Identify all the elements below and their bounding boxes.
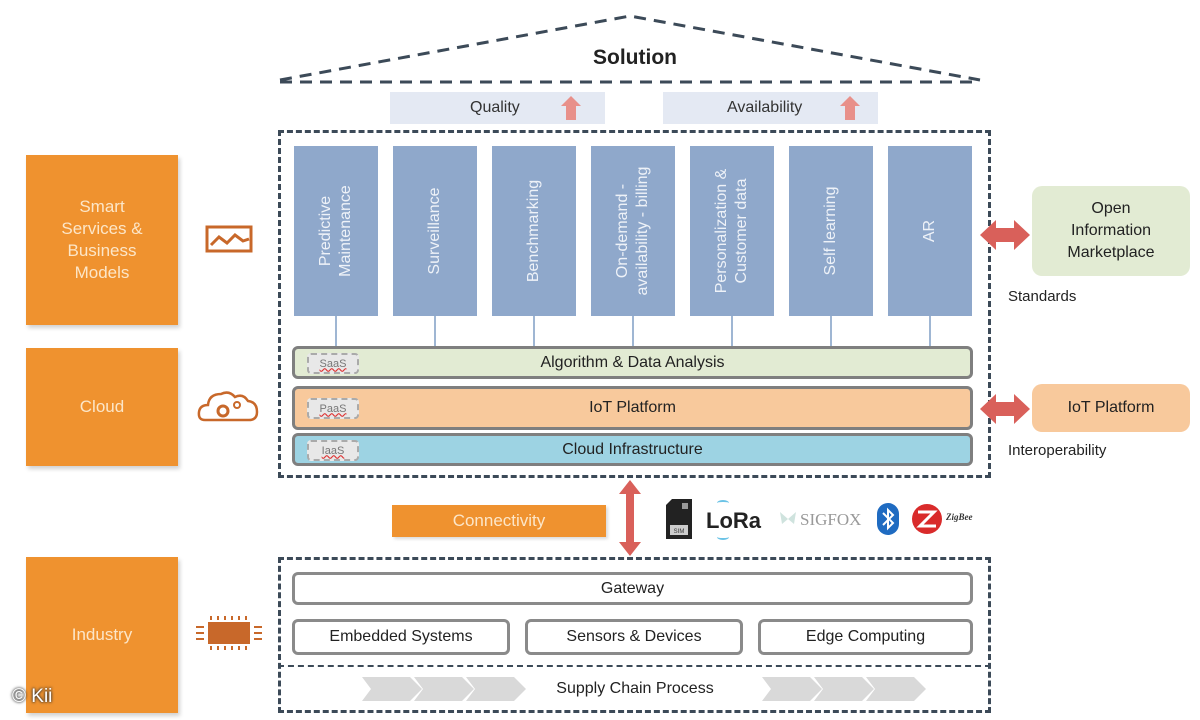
sim-label: SIM [674, 529, 685, 535]
bluetooth-icon [877, 503, 899, 535]
lora-logo: LoRa [706, 508, 761, 533]
service-ar: AR [888, 146, 972, 316]
stem [434, 316, 436, 346]
layer-paas: PaaS IoT Platform [292, 386, 973, 430]
embedded-systems-box: Embedded Systems [292, 619, 510, 655]
service-personalization: Personalization & Customer data [690, 146, 774, 316]
edge-computing-box: Edge Computing [758, 619, 973, 655]
paas-tag: PaaS [307, 398, 359, 419]
saas-label: Algorithm & Data Analysis [540, 353, 725, 371]
service-benchmarking: Benchmarking [492, 146, 576, 316]
chip-icon [196, 616, 262, 650]
cloud-gear-icon [197, 391, 259, 422]
process-chevron [866, 677, 926, 701]
service-on-demand: On-demand - availability - billing [591, 146, 675, 316]
lora-wave-icon [717, 534, 729, 540]
iaas-tag: IaaS [307, 440, 359, 461]
process-chevron [466, 677, 526, 701]
service-predictive-maintenance: Predictive Maintenance [294, 146, 378, 316]
process-chevron [762, 677, 822, 701]
double-arrow-icon [980, 394, 1030, 424]
quality-label: Quality [470, 99, 520, 116]
category-smart-services: Smart Services & Business Models [26, 155, 178, 325]
layer-iaas: IaaS Cloud Infrastructure [292, 433, 973, 466]
stem [335, 316, 337, 346]
saas-tag: SaaS [307, 353, 359, 374]
layer-saas: SaaS Algorithm & Data Analysis [292, 346, 973, 379]
stem [632, 316, 634, 346]
sim-card-icon: SIM [666, 499, 692, 539]
copyright: © Kii [12, 686, 53, 707]
iaas-label: Cloud Infrastructure [562, 440, 703, 458]
zigbee-logo: ZigBee [946, 512, 973, 522]
process-chevron [814, 677, 874, 701]
availability-driver: Availability [663, 92, 878, 124]
stem [929, 316, 931, 346]
chart-icon [205, 225, 253, 253]
solution-title: Solution [593, 46, 677, 69]
open-information-marketplace: Open Information Marketplace [1032, 186, 1190, 276]
industry-container [278, 557, 991, 713]
divider [278, 665, 991, 667]
lora-wave-icon [717, 500, 729, 506]
stem [731, 316, 733, 346]
standards-label: Standards [1008, 288, 1077, 305]
up-arrow-icon [840, 96, 860, 120]
iot-platform-external: IoT Platform [1032, 384, 1190, 432]
quality-driver: Quality [390, 92, 605, 124]
process-chevron [362, 677, 422, 701]
zigbee-icon [912, 504, 942, 534]
stem [533, 316, 535, 346]
connectivity-box: Connectivity [392, 505, 606, 537]
availability-label: Availability [727, 99, 803, 116]
vertical-double-arrow-icon [619, 480, 641, 556]
supply-chain-label: Supply Chain Process [556, 680, 714, 697]
double-arrow-icon [980, 220, 1030, 250]
sigfox-butterfly-icon [780, 512, 796, 524]
solution-container [278, 130, 991, 478]
roof-outline [279, 14, 981, 84]
paas-label: IoT Platform [589, 399, 676, 416]
process-chevron [414, 677, 474, 701]
interoperability-label: Interoperability [1008, 442, 1107, 459]
service-surveillance: Surveillance [393, 146, 477, 316]
service-self-learning: Self learning [789, 146, 873, 316]
up-arrow-icon [561, 96, 581, 120]
category-cloud: Cloud [26, 348, 178, 466]
category-industry: Industry [26, 557, 178, 713]
sensors-devices-box: Sensors & Devices [525, 619, 743, 655]
sigfox-logo: SIGFOX [800, 510, 862, 529]
stem [830, 316, 832, 346]
gateway-box: Gateway [292, 572, 973, 605]
